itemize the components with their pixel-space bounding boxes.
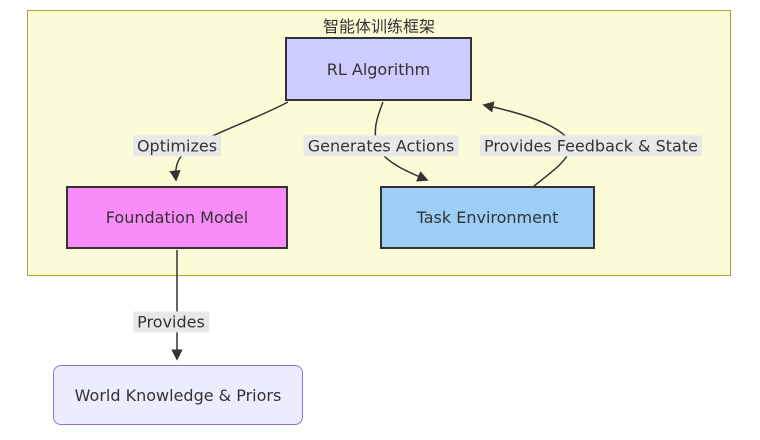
node-world-knowledge-priors[interactable]: World Knowledge & Priors [53, 365, 303, 425]
edge-label-provides-feedback-state: Provides Feedback & State [480, 135, 702, 157]
edge-label-optimizes: Optimizes [132, 135, 222, 157]
node-foundation-model[interactable]: Foundation Model [66, 186, 288, 249]
edge-label-generates-actions: Generates Actions [303, 135, 459, 157]
node-task-environment[interactable]: Task Environment [380, 186, 595, 249]
node-task-environment-label: Task Environment [416, 208, 559, 227]
cluster-title: 智能体训练框架 [322, 17, 435, 36]
edge-label-provides: Provides [133, 311, 209, 333]
node-rl-algorithm[interactable]: RL Algorithm [285, 37, 472, 101]
node-world-knowledge-priors-label: World Knowledge & Priors [74, 385, 282, 405]
node-foundation-model-label: Foundation Model [105, 208, 249, 227]
node-rl-algorithm-label: RL Algorithm [326, 59, 431, 79]
